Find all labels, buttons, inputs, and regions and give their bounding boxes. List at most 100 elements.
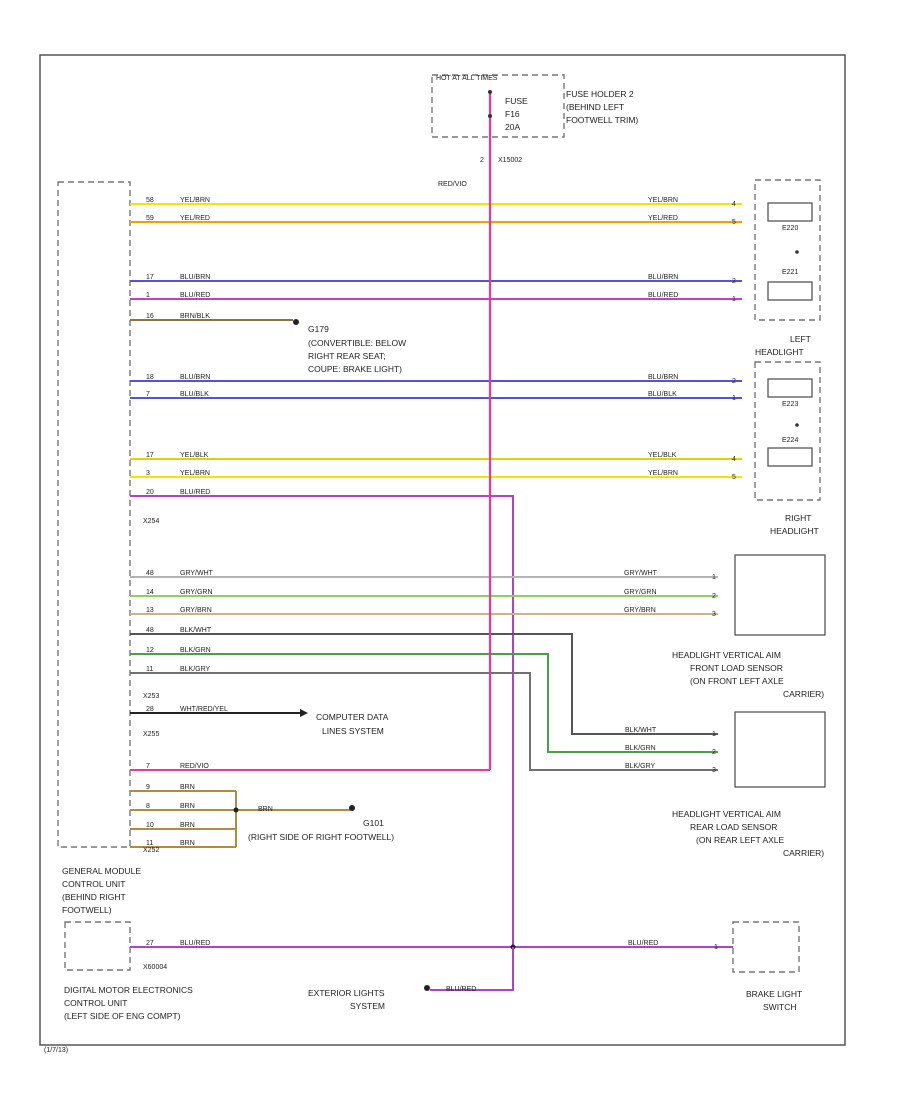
wire-pin-21: 11 bbox=[146, 840, 153, 847]
wire-color-13: BLK/WHT bbox=[180, 627, 212, 634]
wire-pin-2: 17 bbox=[146, 274, 154, 281]
g179-desc-2: RIGHT REAR SEAT; bbox=[308, 351, 386, 361]
wire-pin-17: 7 bbox=[146, 763, 150, 770]
rear-sensor-label-4: CARRIER) bbox=[783, 848, 824, 858]
fuse-terminal-2 bbox=[488, 114, 492, 118]
wire-pin-9: 20 bbox=[146, 489, 154, 496]
connector-x254: X254 bbox=[143, 518, 159, 525]
connector-x255: X255 bbox=[143, 731, 159, 738]
front-load-sensor: HEADLIGHT VERTICAL AIM FRONT LOAD SENSOR… bbox=[672, 554, 826, 699]
fuse-terminal-1 bbox=[488, 90, 492, 94]
g179-desc-3: COUPE: BRAKE LIGHT) bbox=[308, 364, 402, 374]
wire-14 bbox=[130, 653, 718, 753]
wire-far-pin-0: 4 bbox=[732, 201, 736, 208]
fuse-rating: 20A bbox=[505, 122, 520, 132]
wire-far-pin-5: 2 bbox=[732, 378, 736, 385]
right-headlight-label-2: HEADLIGHT bbox=[770, 526, 819, 536]
fuse-number: F16 bbox=[505, 109, 520, 119]
rear-sensor-label-3: (ON REAR LEFT AXLE bbox=[696, 835, 785, 845]
footer-code: (1/7/13) bbox=[44, 1047, 68, 1054]
wire-color-9: BLU/RED bbox=[180, 489, 210, 496]
wire-far-pin-11: 2 bbox=[712, 593, 716, 600]
wire-pin-12: 13 bbox=[146, 607, 154, 614]
wire-color-17: RED/VIO bbox=[180, 763, 209, 770]
wire-color-14: BLK/GRN bbox=[180, 647, 211, 654]
left-lamp-e220: E220 bbox=[782, 225, 798, 232]
wire-far-color-5: BLU/BRN bbox=[648, 374, 678, 381]
wire-pin-0: 58 bbox=[146, 197, 154, 204]
left-headlight-label-1: LEFT bbox=[790, 334, 811, 344]
rear-load-sensor: HEADLIGHT VERTICAL AIM REAR LOAD SENSOR … bbox=[672, 711, 826, 858]
dme-unit: X60004 DIGITAL MOTOR ELECTRONICS CONTROL… bbox=[64, 921, 193, 1021]
dme-label-2: CONTROL UNIT bbox=[64, 998, 127, 1008]
g179-name: G179 bbox=[308, 324, 329, 334]
wire-pin-15: 11 bbox=[146, 666, 153, 673]
wire-9 bbox=[130, 495, 514, 990]
wire-15 bbox=[130, 672, 718, 771]
wire-far-color-1: YEL/RED bbox=[648, 215, 678, 222]
general-module-label: GENERAL MODULE CONTROL UNIT (BEHIND RIGH… bbox=[62, 866, 141, 915]
wire-pin-6: 7 bbox=[146, 391, 150, 398]
wire-color-15: BLK/GRY bbox=[180, 666, 211, 673]
wire-far-pin-7: 4 bbox=[732, 456, 736, 463]
wire-color-7: YEL/BLK bbox=[180, 452, 209, 459]
wire-far-pin-8: 5 bbox=[732, 474, 736, 481]
wire-far-color-6: BLU/BLK bbox=[648, 391, 677, 398]
fuse-name: FUSE bbox=[505, 96, 528, 106]
wire-far-pin-14: 2 bbox=[712, 749, 716, 756]
ground-g101: G101 (RIGHT SIDE OF RIGHT FOOTWELL) BRN bbox=[248, 805, 394, 842]
g101-desc: (RIGHT SIDE OF RIGHT FOOTWELL) bbox=[248, 832, 394, 842]
brake-label-2: SWITCH bbox=[763, 1002, 797, 1012]
right-headlight: E223 E224 RIGHT HEADLIGHT bbox=[754, 361, 821, 536]
brake-label-1: BRAKE LIGHT bbox=[746, 989, 802, 999]
wire-color-10: GRY/WHT bbox=[180, 570, 214, 577]
g101-wire-label: BRN bbox=[258, 806, 273, 813]
wire-far-color-11: GRY/GRN bbox=[624, 589, 657, 596]
wire-color-21: BRN bbox=[180, 840, 195, 847]
front-sensor-label-3: (ON FRONT LEFT AXLE bbox=[690, 676, 784, 686]
wire-far-color-7: YEL/BLK bbox=[648, 452, 677, 459]
general-module-outline bbox=[57, 181, 131, 848]
fuse-holder-label-1: FUSE HOLDER 2 bbox=[566, 89, 634, 99]
wire-far-color-14: BLK/GRN bbox=[625, 745, 656, 752]
wire-pin-3: 1 bbox=[146, 292, 150, 299]
wire-color-2: BLU/BRN bbox=[180, 274, 210, 281]
wire-pin-19: 8 bbox=[146, 803, 150, 810]
exterior-lights: EXTERIOR LIGHTS SYSTEM BLU/RED bbox=[308, 985, 476, 1011]
fuse-holder: HOT AT ALL TIMES FUSE F16 20A FUSE HOLDE… bbox=[431, 74, 638, 188]
wire-color-4: BRN/BLK bbox=[180, 313, 210, 320]
wire-pin-10: 48 bbox=[146, 570, 154, 577]
wire-color-1: YEL/RED bbox=[180, 215, 210, 222]
module-label-3: (BEHIND RIGHT bbox=[62, 892, 126, 902]
wire-pin-18: 9 bbox=[146, 784, 150, 791]
wire-color-0: YEL/BRN bbox=[180, 197, 210, 204]
brn-splice-dot bbox=[233, 807, 239, 813]
wire-dme-pin: 27 bbox=[146, 940, 154, 947]
wire-color-16: WHT/RED/YEL bbox=[180, 706, 228, 713]
dme-connector: X60004 bbox=[143, 964, 167, 971]
wire-far-color-10: GRY/WHT bbox=[624, 570, 658, 577]
wire-far-pin-13: 1 bbox=[712, 731, 716, 738]
wire-pin-13: 48 bbox=[146, 627, 154, 634]
wire-far-pin-6: 1 bbox=[732, 395, 736, 402]
wire-color-20: BRN bbox=[180, 822, 195, 829]
exterior-wire-label: BLU/RED bbox=[446, 986, 476, 993]
right-headlight-label-1: RIGHT bbox=[785, 513, 811, 523]
wire-pin-4: 16 bbox=[146, 313, 154, 320]
wire-pin-5: 18 bbox=[146, 374, 154, 381]
front-sensor-label-1: HEADLIGHT VERTICAL AIM bbox=[672, 650, 781, 660]
wire-far-pin-12: 3 bbox=[712, 611, 716, 618]
g101-name: G101 bbox=[363, 818, 384, 828]
wire-pin-20: 10 bbox=[146, 822, 154, 829]
wire-color-6: BLU/BLK bbox=[180, 391, 209, 398]
wire-far-color-13: BLK/WHT bbox=[625, 727, 657, 734]
module-label-2: CONTROL UNIT bbox=[62, 879, 125, 889]
wire-to-exterior bbox=[430, 947, 514, 991]
wire-far-pin-15: 3 bbox=[712, 767, 716, 774]
wire-far-color-12: GRY/BRN bbox=[624, 607, 656, 614]
diagram-frame bbox=[39, 54, 846, 1046]
left-headlight-label-2: HEADLIGHT bbox=[755, 347, 804, 357]
wire-far-pin-1: 5 bbox=[732, 219, 736, 226]
